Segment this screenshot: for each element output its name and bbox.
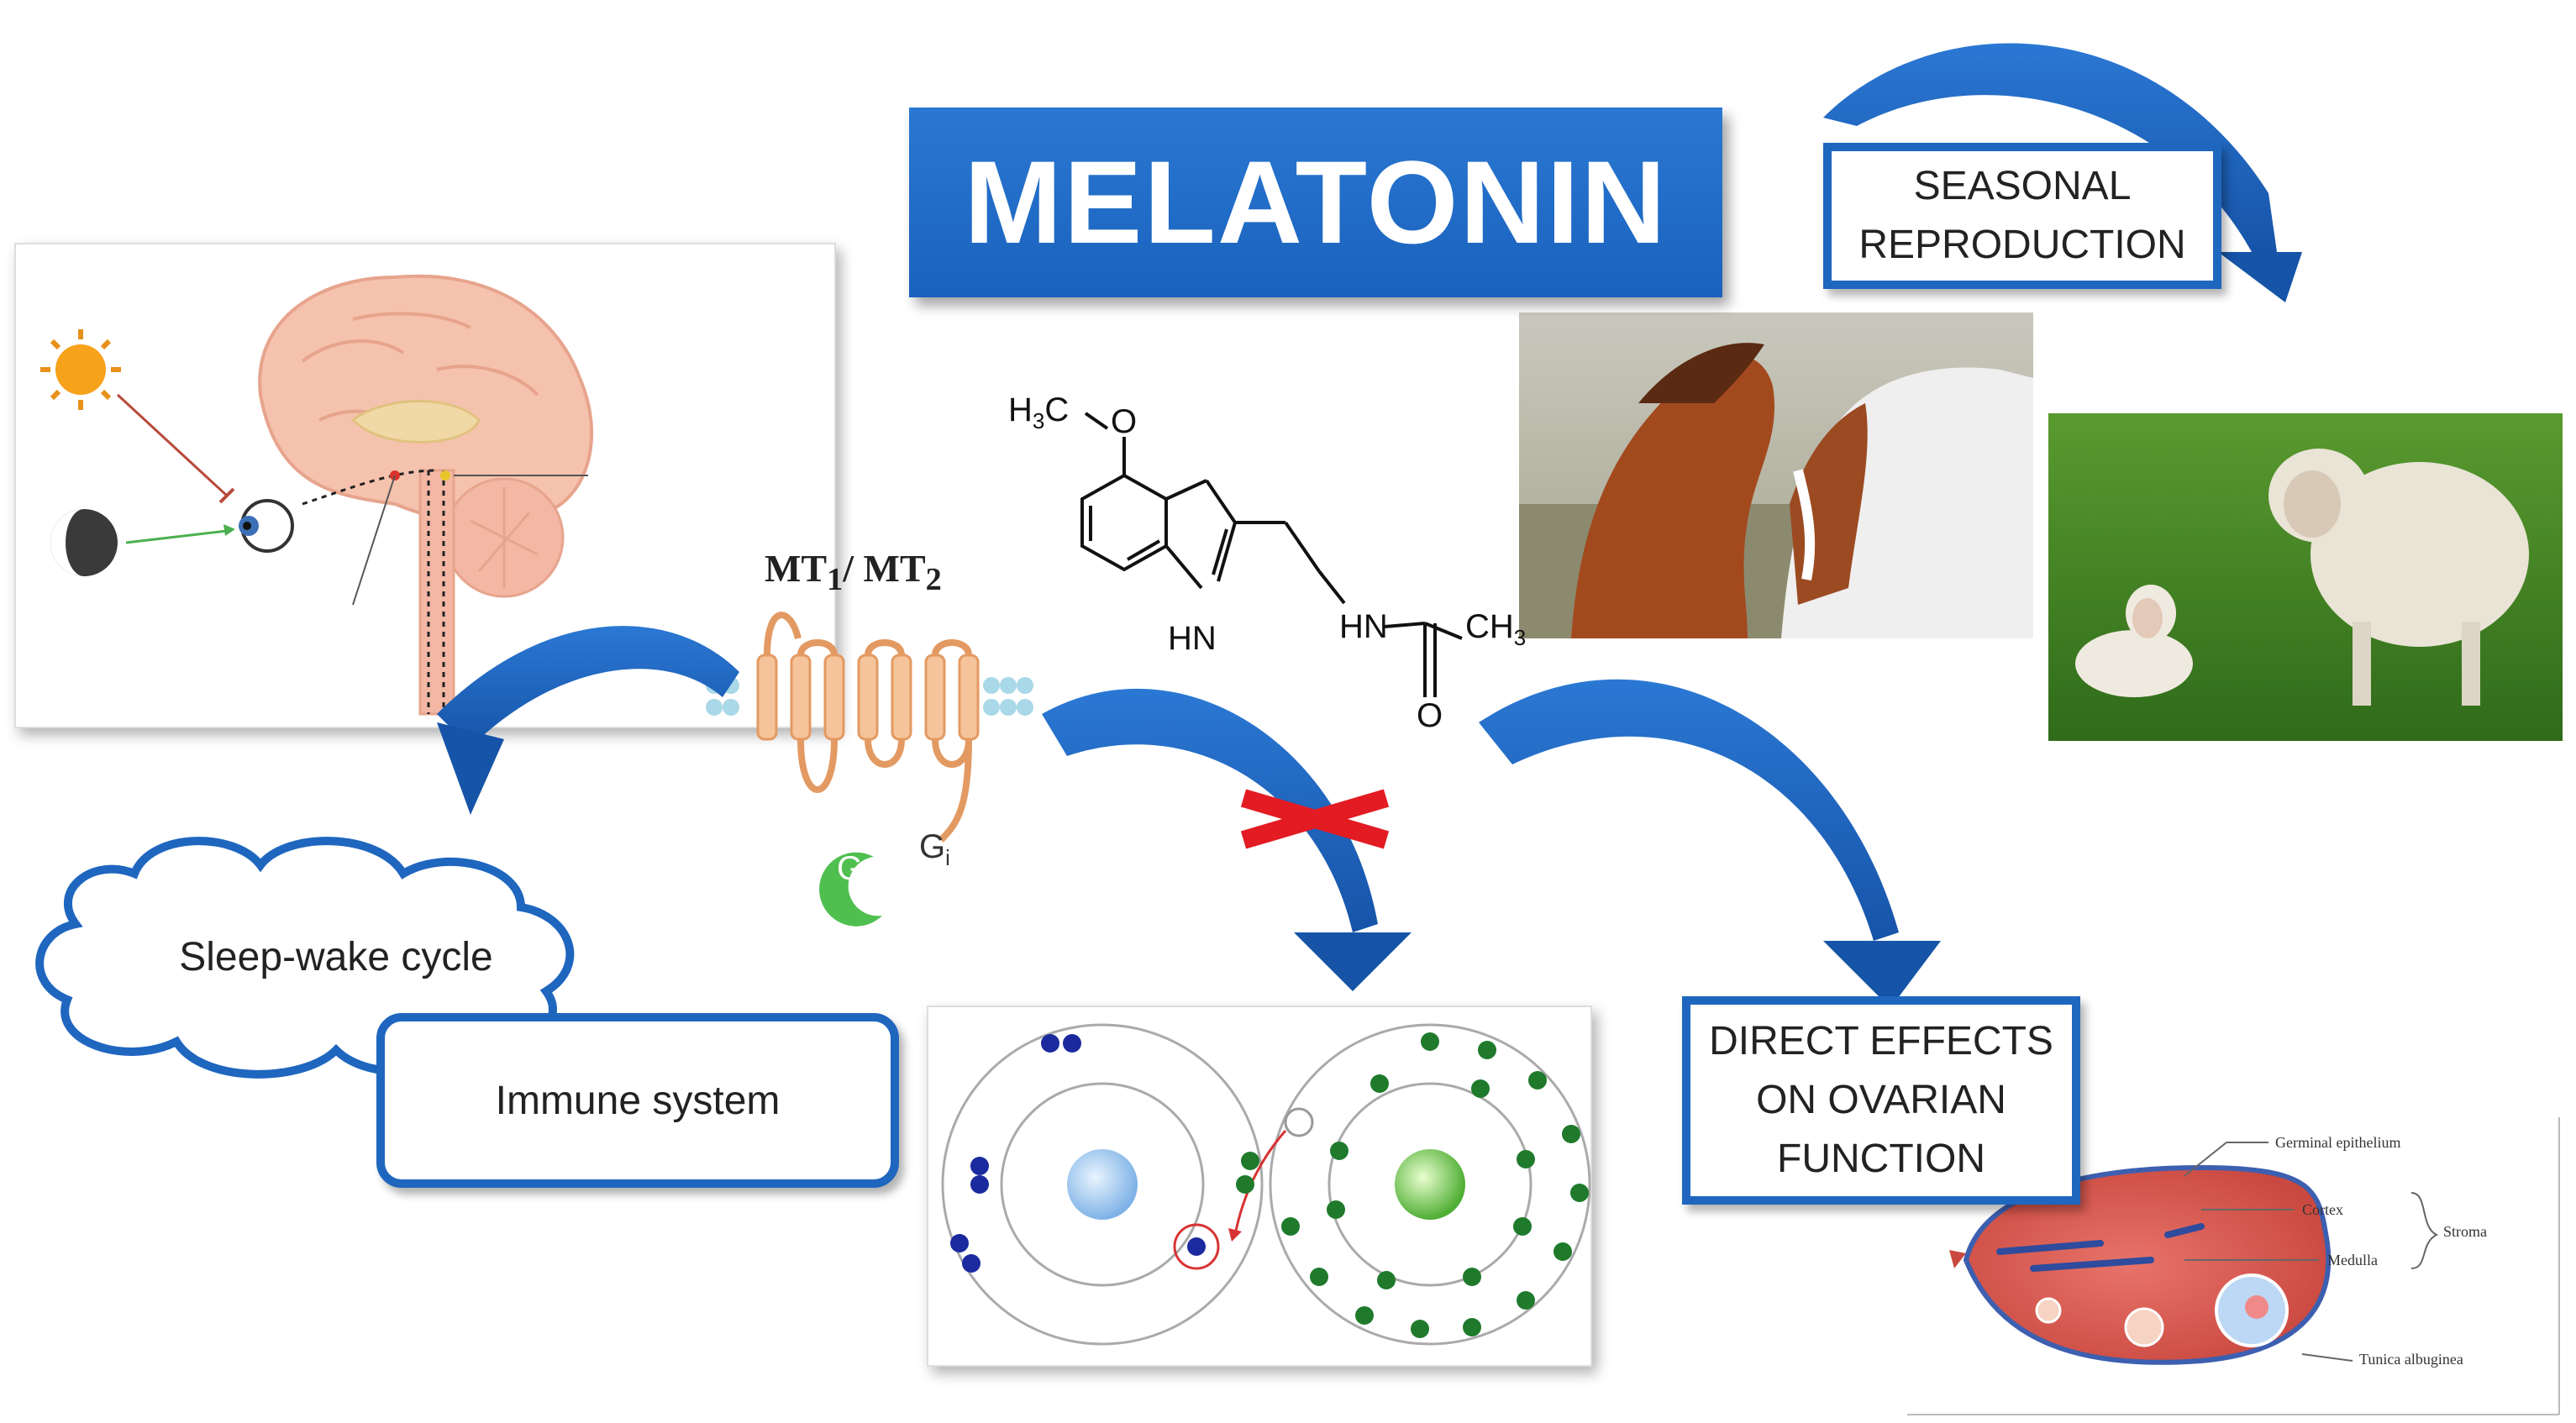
brain-illustration xyxy=(258,274,594,716)
arrow-seasonal xyxy=(1823,43,2302,302)
molecule-o-carbonyl: O xyxy=(1417,697,1443,734)
molecule-hn-amide: HN xyxy=(1339,608,1388,645)
molecule-o-methoxy: O xyxy=(1111,403,1138,440)
ovary-label-medulla: Medulla xyxy=(2327,1252,2378,1268)
direct-line-1: DIRECT EFFECTS xyxy=(1709,1019,2053,1063)
arrow-ovarian xyxy=(1479,679,1941,1008)
direct-line-2: ON OVARIAN xyxy=(1756,1078,2006,1122)
ovary-label-stroma: Stroma xyxy=(2443,1223,2487,1240)
gq-label: Gq xyxy=(837,850,875,892)
seasonal-reproduction-box: SEASONAL REPRODUCTION xyxy=(1823,143,2221,289)
immune-system-box: Immune system xyxy=(376,1013,899,1188)
immune-system-label: Immune system xyxy=(495,1078,781,1123)
molecule-hn-indole: HN xyxy=(1168,620,1217,657)
seasonal-line-2: REPRODUCTION xyxy=(1858,223,2186,267)
ovary-label-cortex: Cortex xyxy=(2302,1201,2343,1218)
title-banner: MELATONIN xyxy=(909,108,1722,297)
sheep-photo xyxy=(2048,413,2563,741)
receptor-label: MT1/ MT2 xyxy=(765,547,942,598)
sleep-wake-label: Sleep-wake cycle xyxy=(179,935,493,979)
red-cross-icon xyxy=(1240,789,1390,849)
melatonin-structure xyxy=(1080,412,1463,697)
gi-label: Gi xyxy=(919,828,950,870)
page-title: MELATONIN xyxy=(964,136,1668,268)
direct-effects-box: DIRECT EFFECTS ON OVARIAN FUNCTION xyxy=(1682,996,2080,1205)
sun-icon xyxy=(40,329,121,410)
horses-photo xyxy=(1519,312,2033,638)
molecule-ch3: CH3 xyxy=(1465,608,1527,650)
moon-icon xyxy=(50,509,118,576)
brain-panel xyxy=(14,243,836,728)
arrow-sleep xyxy=(437,626,739,815)
eye-icon xyxy=(239,499,294,553)
ovary-label-tunica: Tunica albuginea xyxy=(2359,1351,2463,1368)
ovary-label-germinal: Germinal epithelium xyxy=(2275,1134,2401,1151)
direct-line-3: FUNCTION xyxy=(1777,1137,1985,1181)
seasonal-line-1: SEASONAL xyxy=(1913,164,2132,208)
molecule-h3c: H3C xyxy=(1008,391,1070,433)
atom-illustration xyxy=(927,1006,1592,1367)
